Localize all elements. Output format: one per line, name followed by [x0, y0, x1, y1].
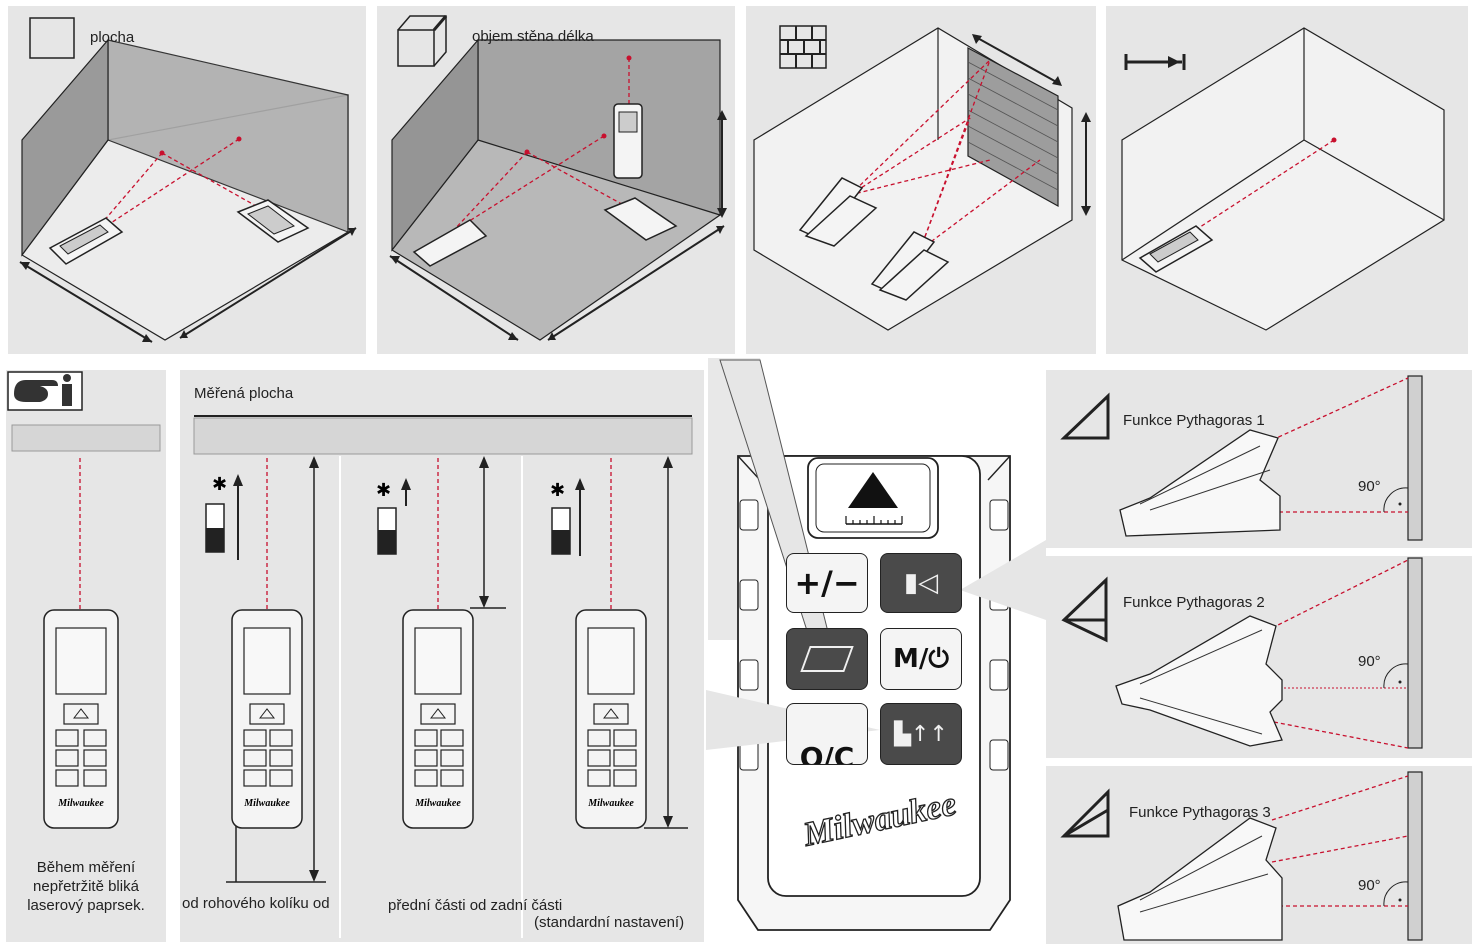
square-icon	[29, 17, 75, 59]
distance-arrow-icon	[1124, 54, 1186, 70]
pythagoras-2-icon	[1061, 576, 1108, 643]
info-caption-line-2: nepřetržitě bliká	[33, 878, 139, 895]
pythagoras-key[interactable]: ▮◁	[880, 553, 962, 613]
reference-key[interactable]: ▙↑↑	[880, 703, 962, 765]
caption-default: (standardní nastavení)	[534, 914, 685, 931]
svg-text:✱: ✱	[212, 474, 227, 495]
area-label: plocha	[90, 29, 135, 46]
mode-power-key[interactable]: M/⏻	[880, 628, 962, 690]
reference-device-back: Milwaukee	[575, 609, 688, 829]
info-caption: Během měření nepřetržitě bliká laserový …	[6, 858, 166, 915]
area-volume-key[interactable]	[786, 628, 868, 690]
pythagoras-3-drawing	[1117, 771, 1423, 941]
pythagoras-3-icon	[1060, 788, 1110, 838]
angle-label-2: 90°	[1358, 653, 1381, 670]
cube-icon	[397, 15, 448, 67]
angle-label-3: 90°	[1358, 877, 1381, 894]
hand-info-icon	[7, 371, 83, 411]
dimension-arrows	[309, 456, 673, 882]
pythagoras-1-icon	[1060, 392, 1110, 440]
device-lying-2	[236, 199, 310, 243]
svg-text:Milwaukee: Milwaukee	[414, 798, 461, 809]
caption-front-back: přední části od zadní části	[388, 897, 563, 914]
info-device: Milwaukee	[43, 609, 119, 829]
room-distance-drawing	[1121, 27, 1445, 331]
reference-device-corner: Milwaukee	[226, 609, 326, 883]
room-area-drawing	[19, 38, 357, 343]
ceiling-hatch	[11, 424, 161, 452]
room-wall-drawing	[753, 27, 1091, 331]
reference-icon-back: ✱	[550, 478, 585, 556]
svg-text:✱: ✱	[550, 480, 565, 501]
pythagoras-1-drawing	[1119, 375, 1423, 541]
plus-minus-key[interactable]: +/−	[786, 553, 868, 613]
device-lying-1	[48, 217, 124, 265]
reference-device-front: Milwaukee	[402, 607, 506, 829]
brick-wall-icon	[779, 25, 827, 69]
reference-icon-front: ✱	[376, 478, 411, 555]
svg-text:✱: ✱	[376, 480, 391, 501]
pythagoras-1-label: Funkce Pythagoras 1	[1123, 412, 1265, 429]
info-caption-line-1: Během měření	[36, 859, 136, 876]
plus-minus-key-label: +/−	[794, 564, 860, 602]
room-volume-drawing	[389, 38, 727, 341]
svg-text:Milwaukee: Milwaukee	[57, 798, 104, 809]
pythagoras-2-label: Funkce Pythagoras 2	[1123, 594, 1265, 611]
pythagoras-2-drawing	[1115, 557, 1423, 749]
svg-text:Milwaukee: Milwaukee	[587, 798, 634, 809]
on-off-key-label: O/C	[799, 741, 855, 765]
reference-key-icon: ▙↑↑	[894, 721, 948, 747]
svg-text:Milwaukee: Milwaukee	[243, 798, 290, 809]
info-caption-line-3: laserový paprsek.	[27, 897, 145, 914]
reference-title: Měřená plocha	[194, 385, 294, 402]
on-off-key[interactable]: O/C	[786, 703, 868, 765]
angle-label-1: 90°	[1358, 478, 1381, 495]
pythagoras-key-icon: ▮◁	[903, 568, 939, 598]
ceiling-hatch-2	[193, 417, 693, 455]
mode-power-key-label: M/⏻	[893, 643, 949, 674]
reference-icon-corner: ✱	[205, 474, 243, 560]
caption-corner: od rohového kolíku od	[182, 895, 330, 912]
area-volume-key-icon	[800, 646, 854, 672]
volume-label: objem stěna délka	[472, 28, 594, 45]
pythagoras-3-label: Funkce Pythagoras 3	[1129, 804, 1271, 821]
